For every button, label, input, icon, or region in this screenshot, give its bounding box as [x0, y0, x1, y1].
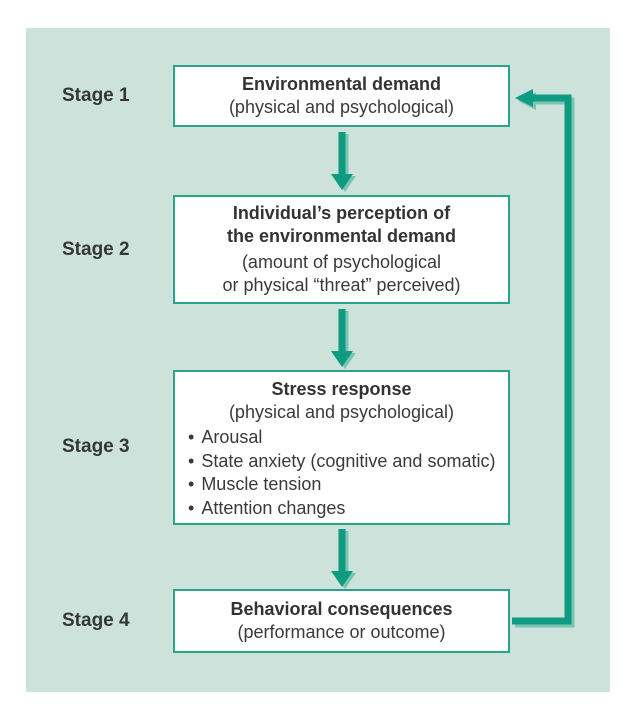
bullet-item: Arousal	[188, 426, 502, 450]
feedback-arrow	[512, 89, 575, 628]
stage-4-box: Behavioral consequences (performance or …	[173, 589, 510, 653]
stage-3-title: Stress response	[271, 379, 412, 399]
stage-3-box: Stress response (physical and psychologi…	[173, 370, 510, 525]
stage-1-title: Environmental demand	[241, 74, 442, 94]
stage-2-box: Individual’s perception of the environme…	[173, 195, 510, 304]
down-arrow-2	[331, 309, 356, 369]
stage-2-label: Stage 2	[62, 239, 130, 260]
stage-4-subtitle: (performance or outcome)	[237, 622, 446, 642]
stage-3-label: Stage 3	[62, 436, 130, 457]
stage-3-bullet-list: Arousal State anxiety (cognitive and som…	[175, 426, 508, 520]
diagram-panel	[26, 28, 610, 692]
stage-1-label: Stage 1	[62, 85, 130, 106]
stage-4-label: Stage 4	[62, 610, 130, 631]
stage-2-title-line-1: Individual’s perception of	[232, 203, 451, 223]
bullet-item: Muscle tension	[188, 473, 502, 497]
bullet-item: State anxiety (cognitive and somatic)	[188, 450, 502, 474]
stage-2-subtitle-line-1: (amount of psychological	[241, 252, 442, 272]
down-arrow-3	[331, 529, 356, 589]
stage-2-subtitle-line-2: or physical “threat” perceived)	[222, 275, 461, 295]
bullet-item: Attention changes	[188, 497, 502, 521]
stage-1-subtitle: (physical and psychological)	[228, 97, 455, 117]
down-arrow-1	[331, 132, 356, 192]
stage-1-box: Environmental demand (physical and psych…	[173, 65, 510, 127]
stage-3-subtitle: (physical and psychological)	[228, 402, 455, 422]
stage-2-title-line-2: the environmental demand	[226, 226, 457, 246]
stage-4-title: Behavioral consequences	[230, 599, 453, 619]
